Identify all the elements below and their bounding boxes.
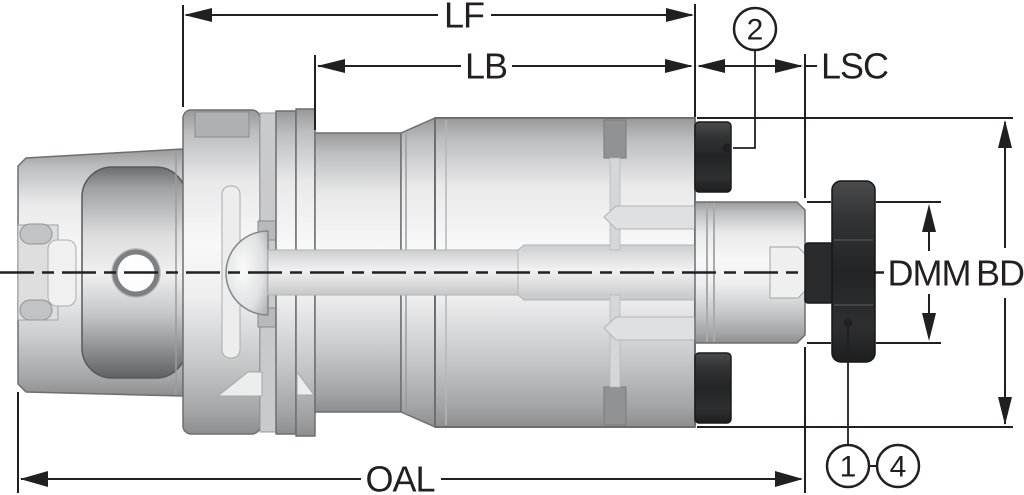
drive-key-top bbox=[694, 121, 732, 193]
gripper-lobe-bottom bbox=[19, 299, 53, 321]
label-dmm: DMM bbox=[888, 253, 971, 294]
balloon-4 bbox=[875, 443, 921, 489]
label-balloon-4: 4 bbox=[890, 451, 907, 484]
flange-chamfer-wedge-right bbox=[296, 371, 315, 396]
label-lf: LF bbox=[444, 0, 484, 36]
flange-chamfer-wedge-left bbox=[217, 371, 263, 397]
label-oal: OAL bbox=[365, 459, 434, 495]
label-lsc: LSC bbox=[821, 46, 888, 87]
balloon-2 bbox=[732, 6, 778, 52]
arrow-lf-right bbox=[666, 8, 694, 22]
dimension-arrows-group bbox=[20, 8, 1012, 487]
coolant-slot-top bbox=[603, 119, 627, 159]
arrow-lb-left bbox=[317, 59, 345, 73]
dark-components-group bbox=[694, 121, 876, 424]
coolant-channel-bottom bbox=[609, 294, 621, 388]
arrow-oal-left bbox=[20, 471, 48, 487]
arrow-bd-bottom bbox=[998, 397, 1012, 425]
label-balloon-2: 2 bbox=[747, 14, 764, 47]
clamp-collar bbox=[804, 242, 834, 304]
balloon-callouts-group bbox=[722, 6, 921, 489]
drive-key-bottom bbox=[694, 352, 732, 424]
arrow-dmm-top bbox=[922, 204, 936, 232]
arrow-lsc-left bbox=[697, 59, 725, 73]
dimension-labels-group: LF LB LSC OAL DMM BD 2 1 4 bbox=[365, 0, 1024, 495]
coolant-channel-top bbox=[609, 157, 621, 251]
flange-drive-slot bbox=[194, 111, 250, 138]
gripper-lobe-top bbox=[19, 223, 53, 245]
arrow-lsc-right bbox=[775, 59, 803, 73]
coolant-branch-top bbox=[603, 205, 696, 230]
arrow-lb-right bbox=[665, 59, 693, 73]
arrow-bd-top bbox=[998, 120, 1012, 148]
label-balloon-1: 1 bbox=[840, 451, 857, 484]
coolant-slot-bottom bbox=[603, 386, 627, 426]
leader-balloon-2 bbox=[733, 50, 756, 149]
arrow-oal-right bbox=[775, 471, 803, 487]
clamp-screw-head bbox=[831, 180, 876, 363]
dimension-lines-group bbox=[17, 4, 1013, 493]
leader-dot-balloon-2 bbox=[722, 143, 732, 153]
arrow-lf-left bbox=[184, 8, 212, 22]
coolant-dome bbox=[225, 230, 269, 316]
label-bd: BD bbox=[976, 253, 1024, 294]
coolant-branch-bottom bbox=[603, 316, 696, 341]
label-lb: LB bbox=[465, 46, 507, 87]
arrow-dmm-bottom bbox=[922, 313, 936, 341]
leader-dot-balloon-1 bbox=[843, 318, 853, 328]
